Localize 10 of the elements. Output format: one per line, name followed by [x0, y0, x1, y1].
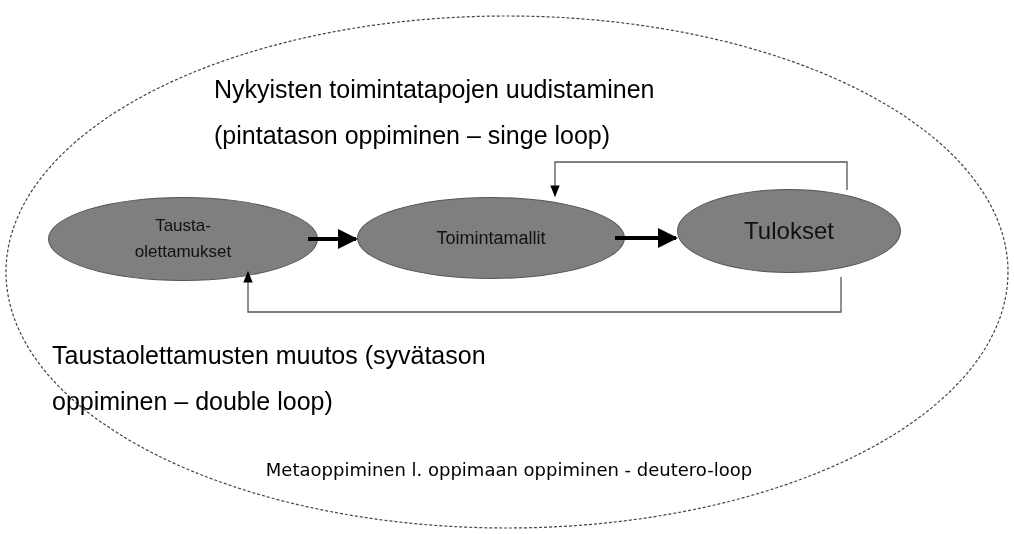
heading-text: Metaoppiminen l. oppimaan oppiminen - deutero-loop [264, 458, 754, 482]
heading-text: Taustaolettamusten muutos (syvätason oppiminen – double loop) [52, 340, 487, 417]
arrow [550, 161, 848, 198]
arrow [243, 270, 842, 313]
heading-text: Nykyisten toimintatapojen uudistaminen (pintatason oppiminen – singe loop) [214, 74, 656, 151]
arrow [308, 229, 358, 249]
node-label: Toimintamallit [436, 226, 546, 250]
arrow [615, 228, 678, 248]
node-label: Tausta- olettamukset [133, 215, 233, 263]
node-label: Tulokset [744, 216, 834, 246]
